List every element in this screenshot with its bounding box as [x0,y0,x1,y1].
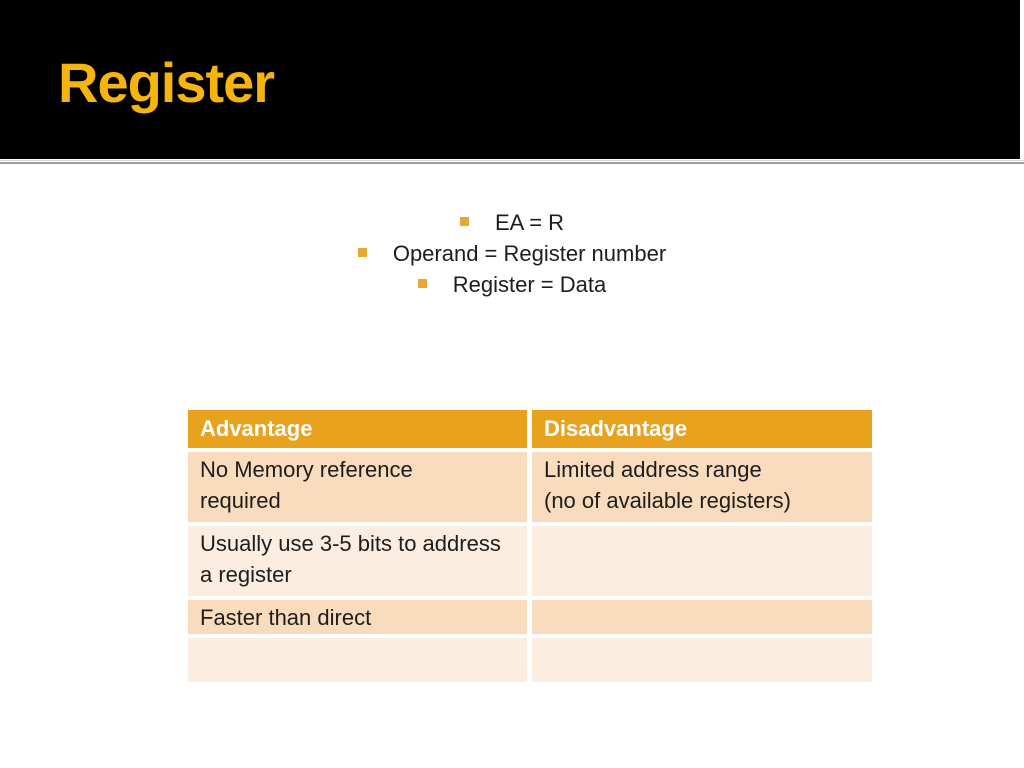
bullet-item: Operand = Register number [0,238,1024,269]
table-header-disadvantage: Disadvantage [532,410,872,448]
separator-line-light [0,160,1024,161]
table-cell [188,638,527,682]
advantage-disadvantage-table: Advantage Disadvantage No Memory referen… [188,410,872,682]
table-cell [532,526,872,596]
table-header-advantage: Advantage [188,410,527,448]
table-cell: Faster than direct [188,600,527,634]
bullet-list: EA = R Operand = Register number Registe… [0,207,1024,300]
bullet-item: EA = R [0,207,1024,238]
bullet-text: Register = Data [452,271,607,297]
table-cell: No Memory reference required [188,452,527,522]
slide-title-band: Register [0,0,1020,159]
table-cell: Limited address range (no of available r… [532,452,872,522]
table-cell [532,638,872,682]
table-cell: Usually use 3-5 bits to address a regist… [188,526,527,596]
bullet-square-icon [357,248,367,257]
slide-title: Register [58,51,275,114]
bullet-text: Operand = Register number [392,240,667,266]
bullet-text: EA = R [494,209,565,235]
bullet-item: Register = Data [0,269,1024,300]
bullet-square-icon [417,279,427,288]
bullet-square-icon [459,217,469,226]
table-cell [532,600,872,634]
separator-line [0,162,1024,164]
